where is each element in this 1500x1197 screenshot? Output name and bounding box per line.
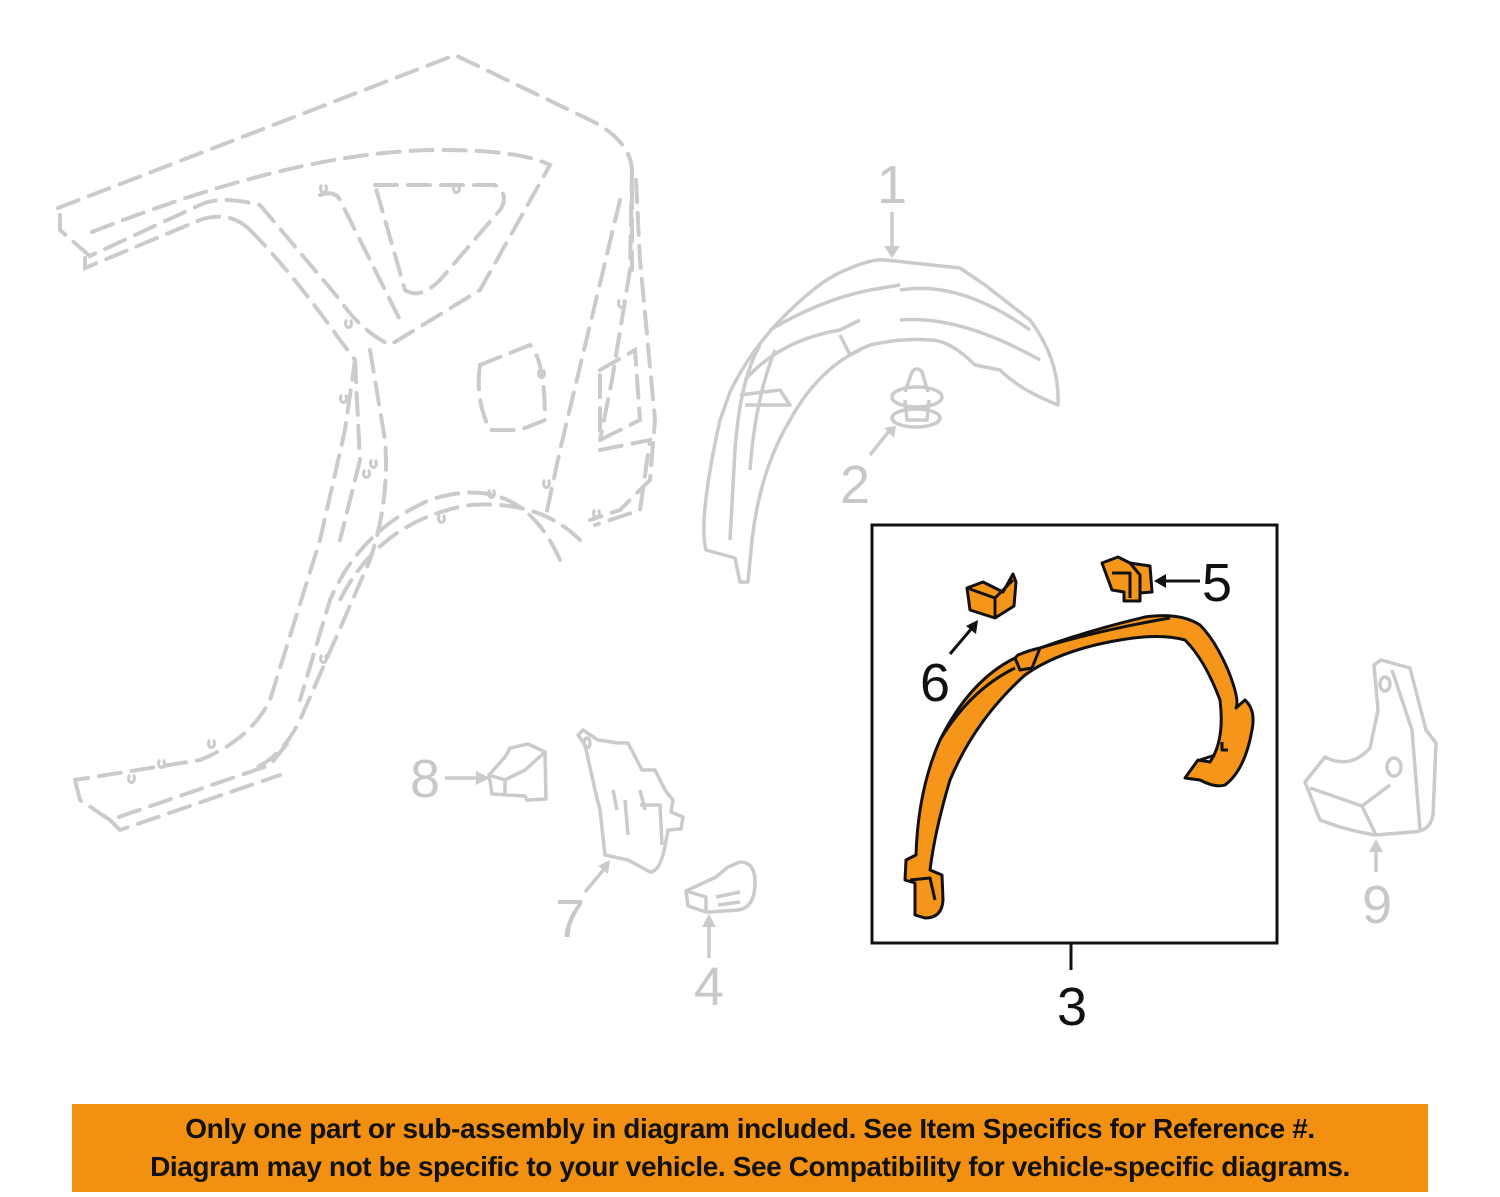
part-2-push-clip	[890, 367, 944, 429]
disclaimer-banner: Only one part or sub-assembly in diagram…	[72, 1104, 1428, 1192]
disclaimer-line-1: Only one part or sub-assembly in diagram…	[185, 1113, 1315, 1144]
callout-8: 8	[410, 749, 441, 809]
callout-1: 1	[877, 155, 908, 215]
callout-7: 7	[555, 889, 586, 949]
arrowhead-7	[598, 860, 610, 874]
arrowhead-8	[476, 771, 490, 785]
quarter-panel-outline	[56, 52, 658, 833]
arrowhead-5	[1154, 574, 1166, 588]
part-4-retainer-clip	[684, 860, 757, 914]
quarter-panel-holes	[127, 183, 626, 784]
callout-9: 9	[1362, 875, 1393, 935]
arrow-7	[583, 866, 607, 894]
part-7-mud-guard-bracket	[576, 728, 685, 874]
arrow-6	[948, 627, 974, 655]
part-9-mud-guard	[1303, 658, 1438, 837]
part-8-bracket-clip	[487, 742, 548, 802]
callout-2: 2	[840, 455, 871, 515]
arrowhead-2	[884, 426, 896, 438]
callout-6: 6	[920, 653, 951, 713]
arrowhead-6	[966, 620, 978, 634]
arrowhead-1	[884, 246, 900, 258]
part-5-clip	[1100, 555, 1154, 603]
arrowhead-9	[1369, 839, 1383, 852]
part-3-wheel-opening-molding	[903, 614, 1255, 920]
part-1-fender-liner	[702, 258, 1060, 584]
arrowhead-4	[702, 914, 716, 927]
callout-5: 5	[1202, 553, 1233, 613]
callout-4: 4	[694, 957, 725, 1017]
arrow-2	[868, 428, 892, 457]
disclaimer-line-2: Diagram may not be specific to your vehi…	[150, 1151, 1350, 1182]
callout-3: 3	[1057, 977, 1088, 1037]
part-6-clip	[965, 572, 1018, 620]
